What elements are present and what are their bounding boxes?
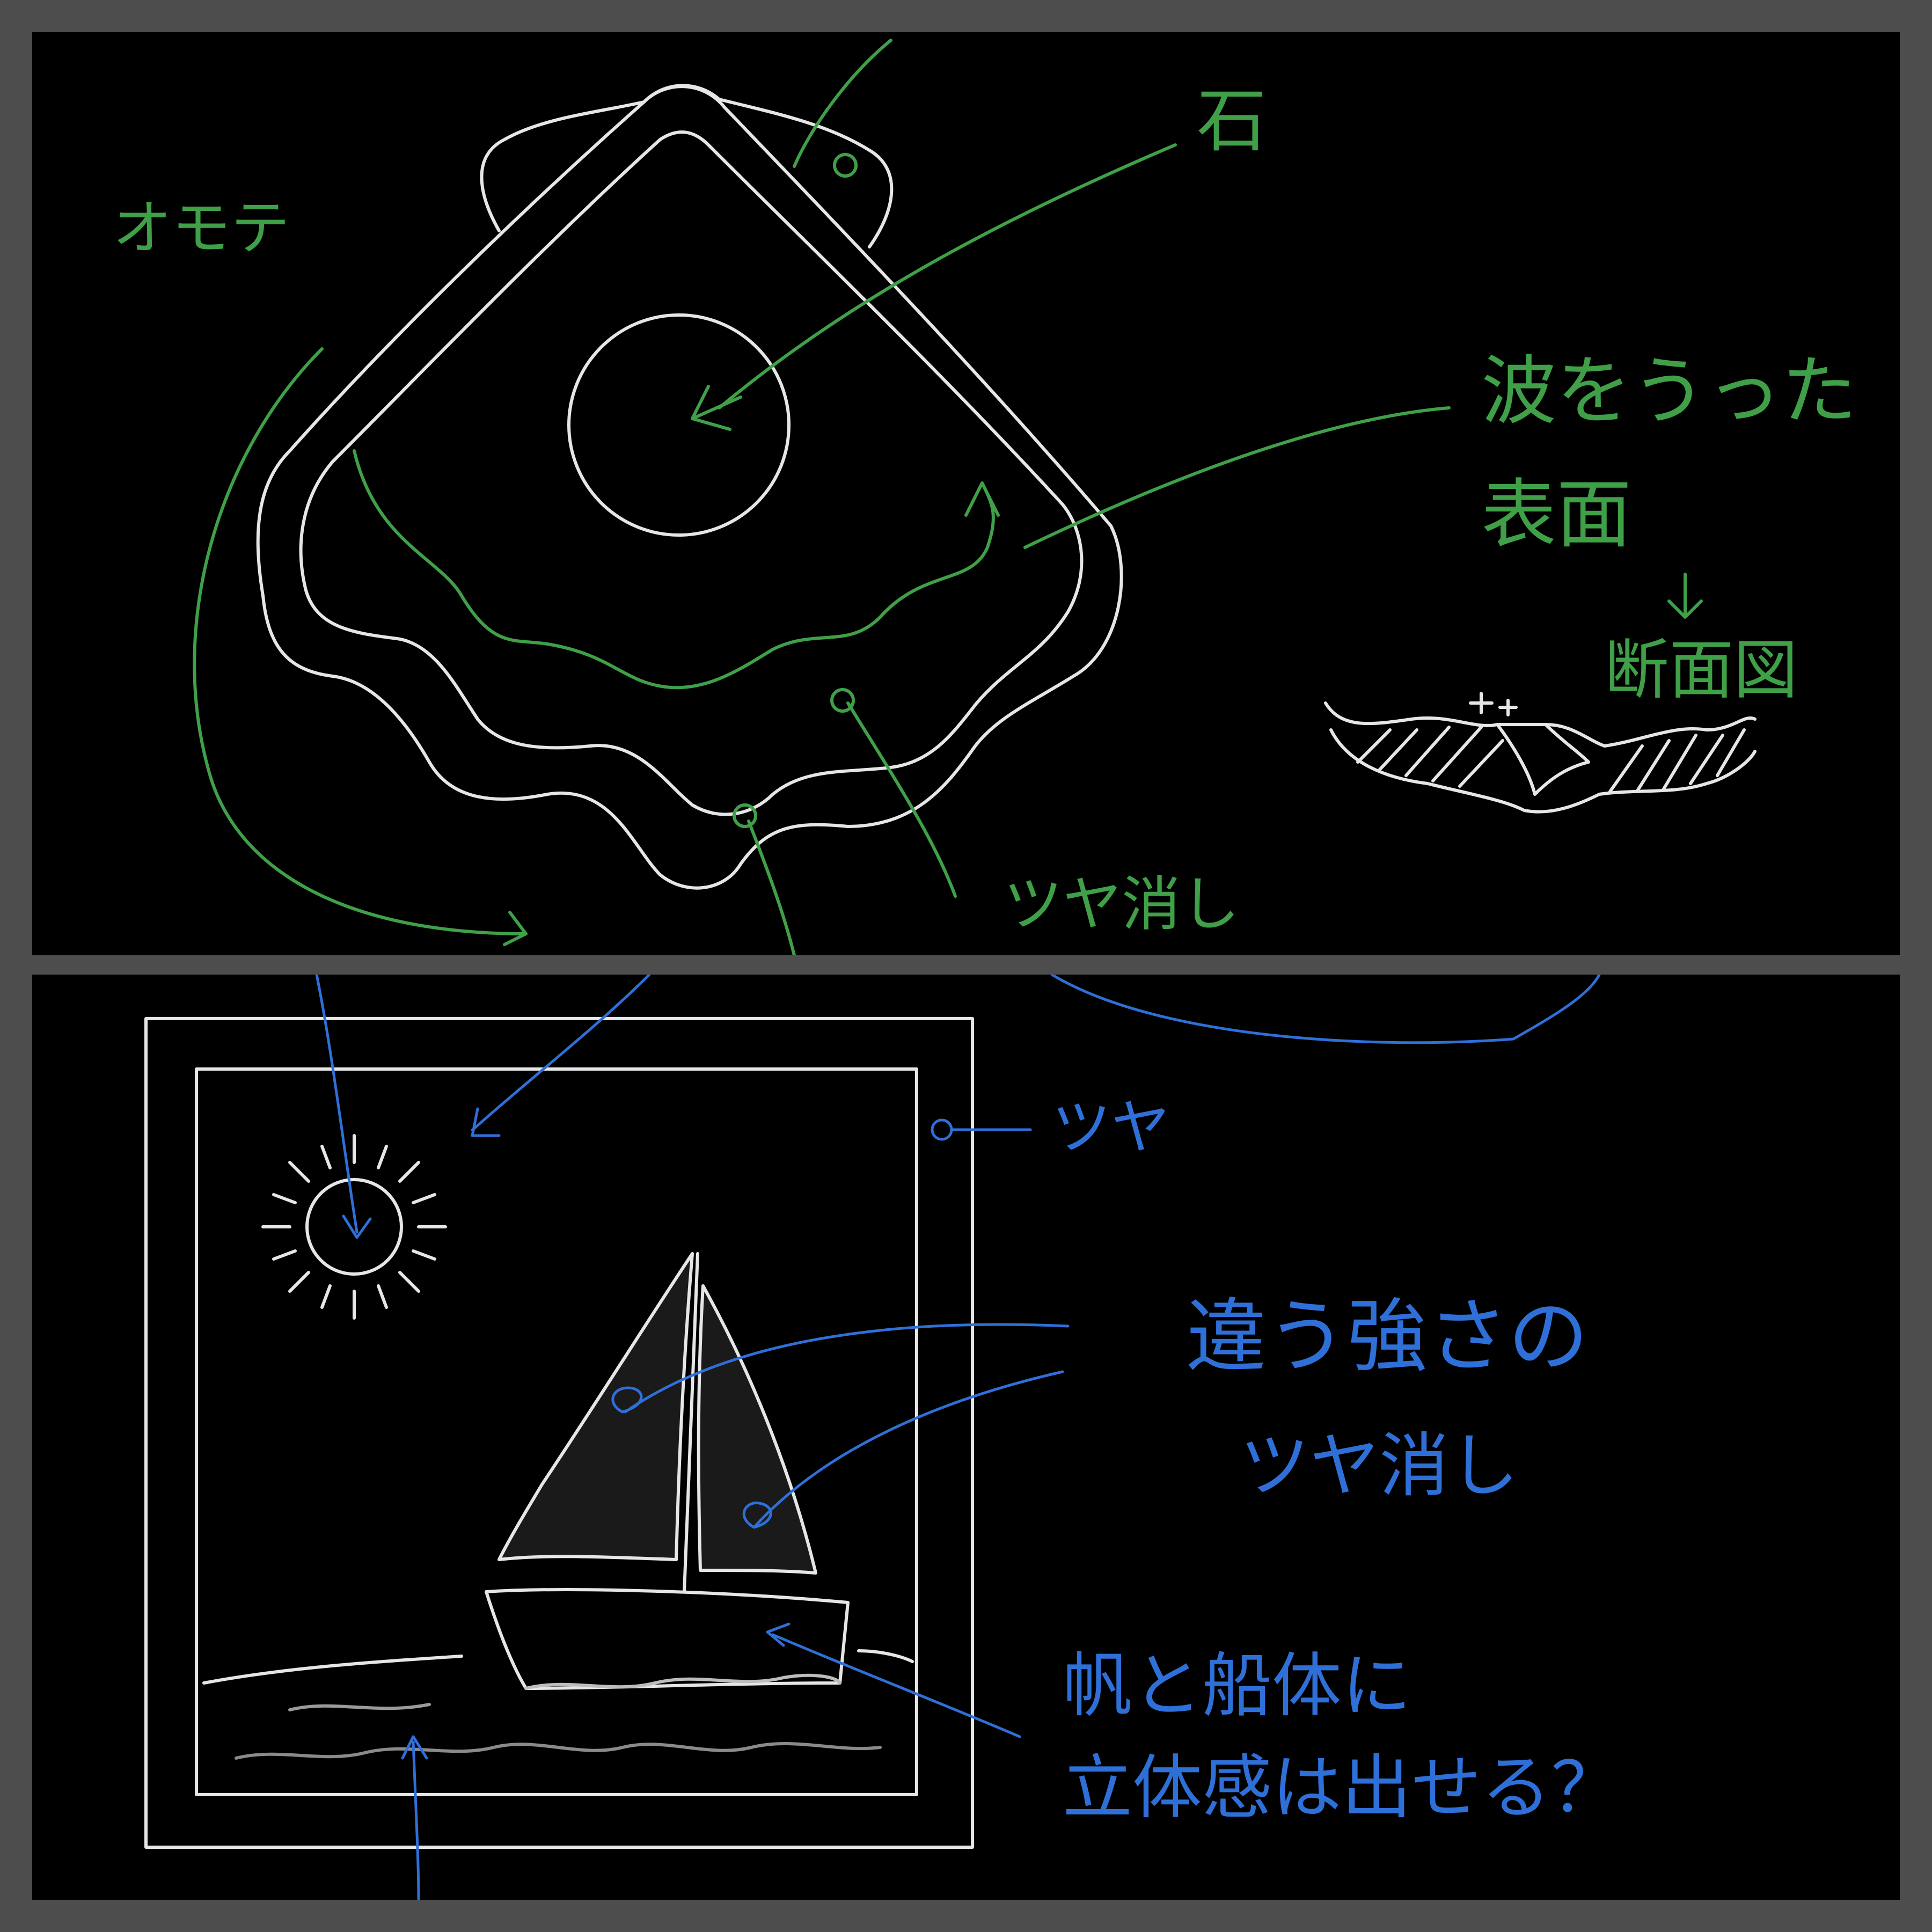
pendant-bail [480, 84, 894, 248]
cross-section-stone [1496, 723, 1590, 796]
sail-right-pointer [752, 1370, 1064, 1529]
front-curve-arrowhead [503, 911, 528, 946]
blue-annotation-lines [315, 975, 1601, 1900]
question-label-line1: 帆と船体に [1063, 1645, 1412, 1726]
bottom-sketch-panel: ツヤ 違う強さの ツヤ消し 帆と船体に 立体感は出せる？ [32, 975, 1900, 1900]
sail-left-loop [611, 1386, 643, 1414]
sail-left-pointer [624, 1323, 1070, 1414]
top-sketch-panel: オモテ 石 波をうった 表面 断面図 ツヤ消し [32, 32, 1900, 955]
mast [683, 1252, 699, 1593]
frame-drawing [144, 1017, 974, 1849]
stone-circle [567, 313, 791, 537]
surface-to-section-arrow [1667, 573, 1703, 619]
wave-surface-label-line2: 表面 [1481, 471, 1632, 559]
pendant-sketch [193, 39, 1757, 955]
stone-arrowhead [691, 385, 742, 431]
sun-arrow-line [315, 975, 358, 1234]
sea-line-2 [524, 1673, 841, 1690]
sea-arrowhead [401, 1735, 428, 1760]
sail-right-loop [742, 1501, 772, 1529]
bail-pointer-line [793, 39, 892, 168]
inner-frame [195, 1067, 918, 1796]
gloss-dot [931, 1118, 953, 1141]
matte-dot-inner [830, 688, 855, 713]
matte-pointer-inner [846, 701, 957, 898]
sparkle-marks [1469, 692, 1518, 716]
wave-arrow [353, 449, 995, 690]
hull-arrowhead [766, 1622, 791, 1647]
stone-arrow-line [718, 143, 1177, 409]
outer-frame [144, 1017, 974, 1849]
different-matte-label-line1: 違う強さの [1186, 1290, 1589, 1384]
sun-rays [261, 1134, 447, 1320]
pendant-drawing [256, 84, 1757, 890]
sea-arrow-line [412, 1740, 420, 1900]
sea-line-3 [288, 1703, 431, 1711]
sky-arrow-line [471, 975, 651, 1132]
sea-line-1 [202, 1649, 914, 1685]
sail-left [497, 1252, 694, 1561]
green-annotation-lines [193, 39, 1703, 955]
wave-surface-pointer [1023, 406, 1451, 549]
bail-pointer-dot [833, 153, 858, 178]
matte-label: ツヤ消し [1004, 870, 1240, 939]
sea-line-4 [235, 1741, 882, 1760]
top-curve-line [1050, 975, 1601, 1044]
wave-surface-label-line1: 波をうった [1481, 348, 1857, 435]
front-label: オモテ [113, 194, 290, 262]
pendant-inner-outline [299, 130, 1084, 816]
cross-section-label: 断面図 [1605, 633, 1798, 708]
sail-right [697, 1284, 817, 1575]
gloss-label: ツヤ [1052, 1093, 1170, 1162]
different-matte-label-line2: ツヤ消し [1240, 1425, 1519, 1506]
cross-section-bottom [1329, 728, 1757, 814]
sailboat-frame-sketch [144, 975, 1601, 1900]
matte-dot-outer [733, 803, 757, 828]
sun-arrowhead [342, 1214, 372, 1239]
hull-arrow-line [771, 1633, 1021, 1738]
stone-label: 石 [1197, 80, 1267, 162]
wave-arrowhead [964, 481, 1000, 517]
hull [485, 1588, 850, 1690]
sky-arrowhead [471, 1107, 501, 1137]
cross-section-top [1324, 701, 1757, 748]
matte-pointer-outer [747, 819, 796, 955]
front-curve-arrow [193, 347, 528, 935]
pendant-outer-outline [256, 85, 1123, 890]
question-label-line2: 立体感は出せる？ [1063, 1747, 1621, 1828]
sun-circle [305, 1178, 403, 1276]
cross-section-hatching [1356, 726, 1746, 793]
